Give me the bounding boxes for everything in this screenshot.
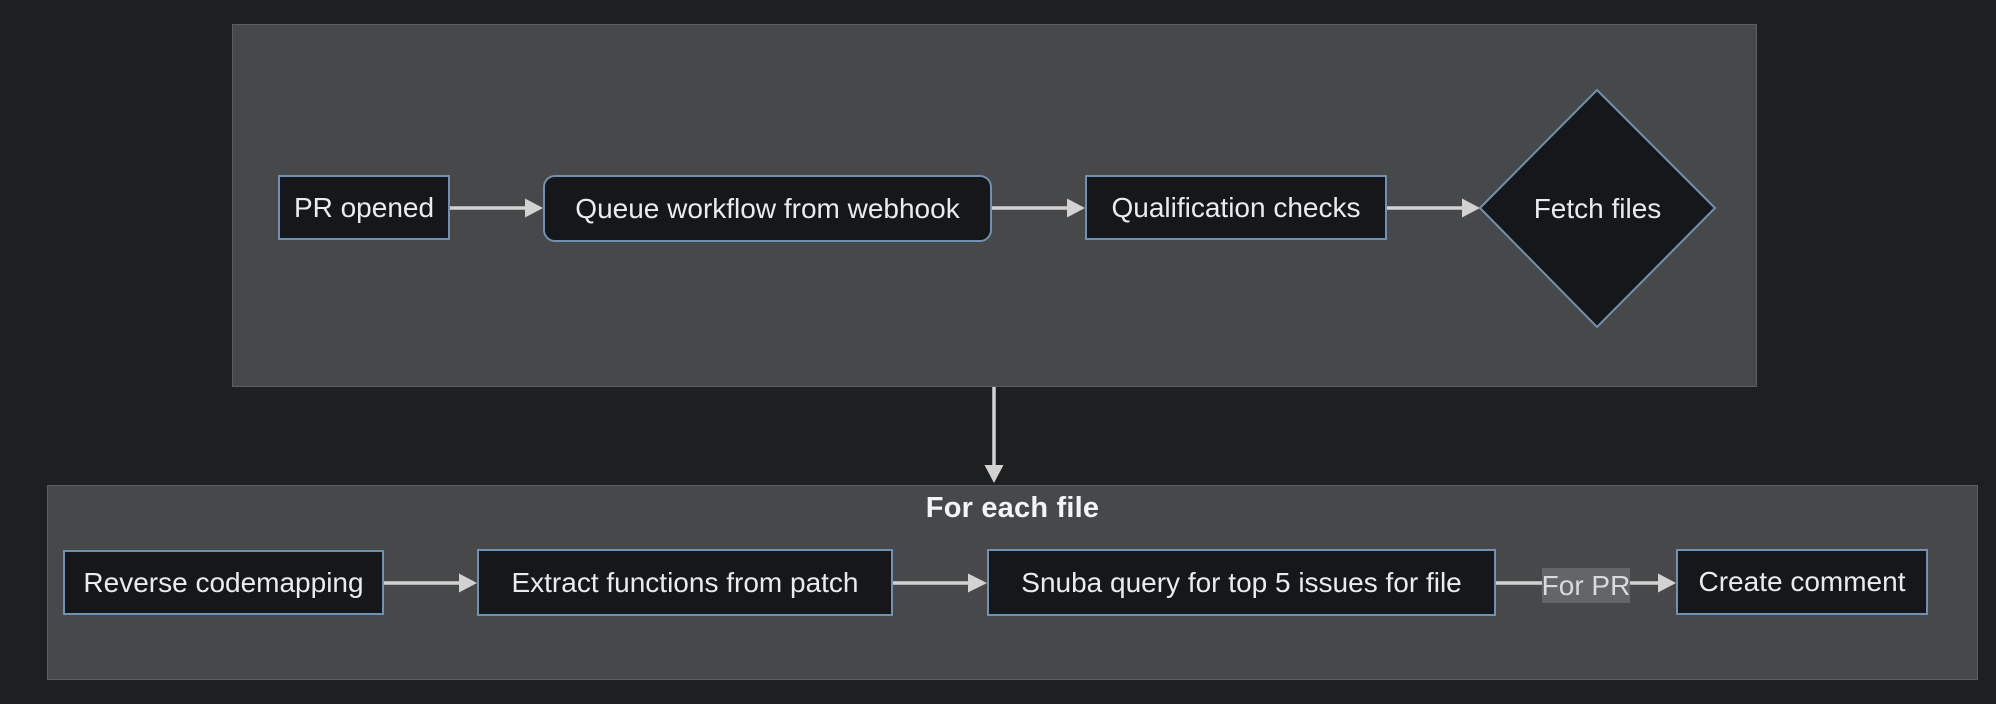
arrow-top-cluster-to-for-each-file	[984, 387, 1004, 483]
node-qualification-checks: Qualification checks	[1085, 175, 1387, 240]
node-extract-functions: Extract functions from patch	[477, 549, 893, 616]
cluster-for-each-file-title: For each file	[925, 492, 1100, 524]
node-pr-opened: PR opened	[278, 175, 450, 240]
node-snuba-query: Snuba query for top 5 issues for file	[987, 549, 1496, 616]
node-reverse-codemapping: Reverse codemapping	[63, 550, 384, 615]
node-queue-workflow: Queue workflow from webhook	[543, 175, 992, 242]
edge-label-for-pr: For PR	[1542, 568, 1630, 603]
node-create-comment: Create comment	[1676, 549, 1928, 615]
node-fetch-files-label: Fetch files	[1533, 192, 1662, 224]
